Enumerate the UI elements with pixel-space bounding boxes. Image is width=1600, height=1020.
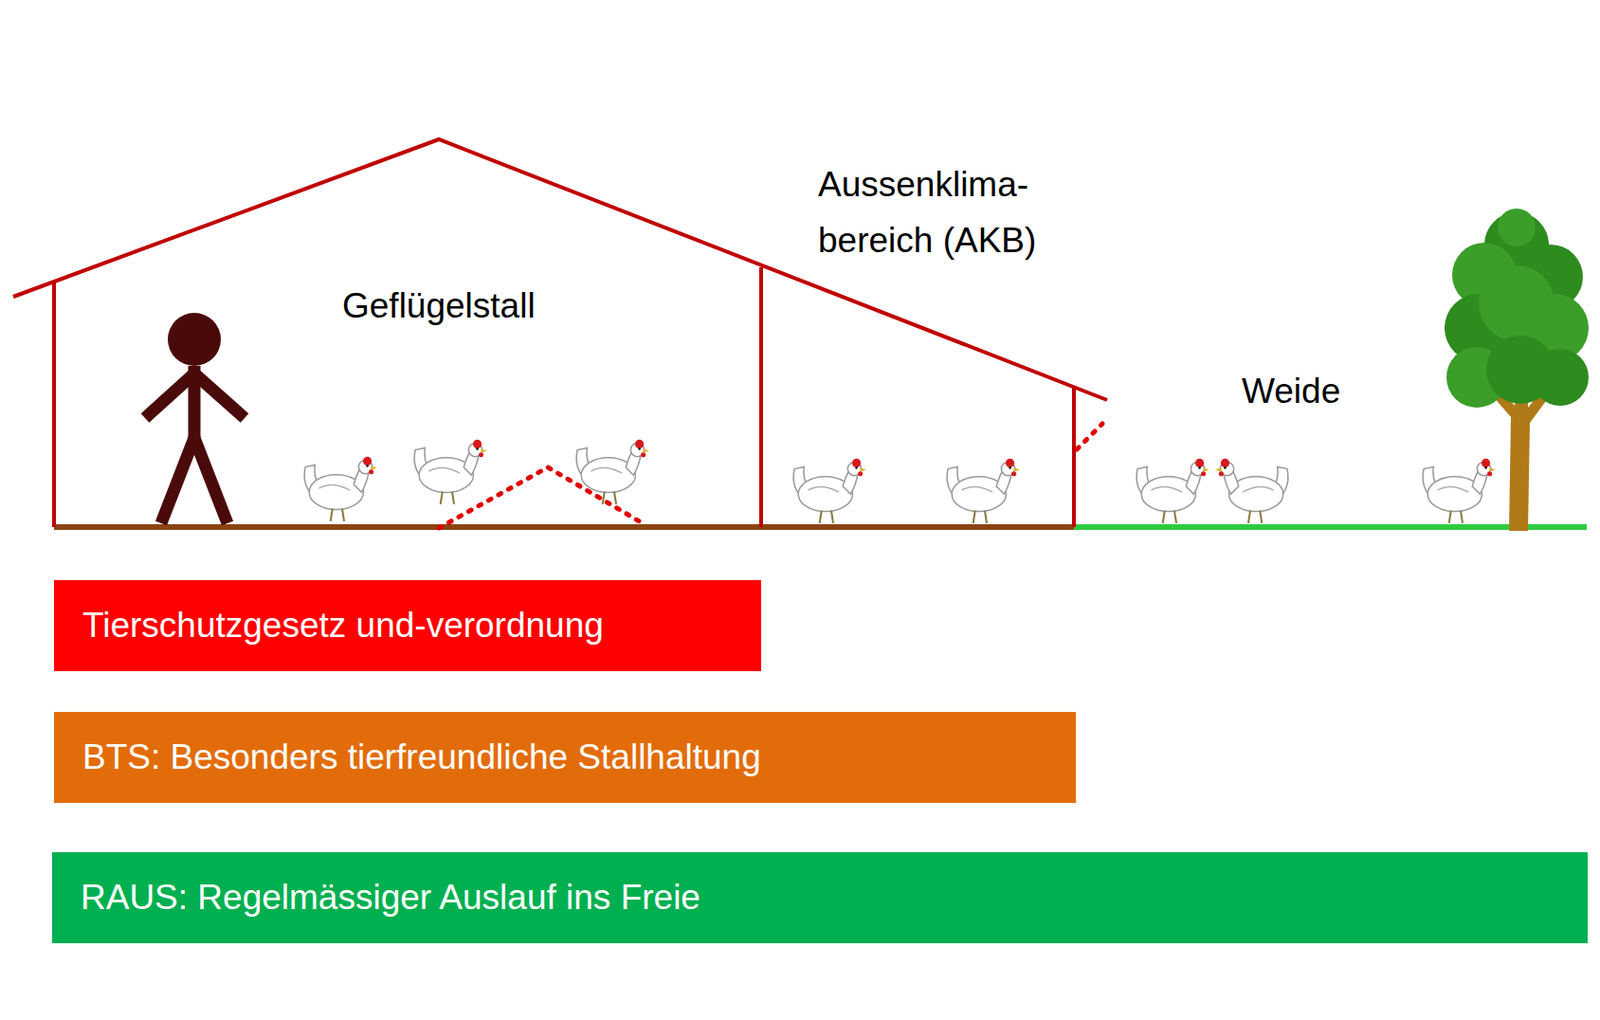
area-label: Weide (1241, 363, 1341, 419)
tree (1444, 208, 1589, 531)
person-figure (145, 312, 245, 524)
stable-floor (54, 524, 1074, 530)
hen (1215, 458, 1289, 524)
hen (1422, 458, 1496, 524)
band-text: BTS: Besonders tierfreundliche Stallhalt… (82, 737, 762, 778)
hatch-dotted (1076, 423, 1103, 450)
hen (946, 458, 1020, 524)
hen (414, 439, 488, 505)
barn-left-wall (52, 281, 56, 528)
area-label: Geflügelstall (342, 277, 536, 334)
band-text: Tierschutzgesetz und-verordnung (82, 605, 604, 646)
regulation-band: Tierschutzgesetz und-verordnung (54, 580, 762, 672)
barn-roof (13, 139, 1108, 400)
area-label: Aussenklima- bereich (AKB) (818, 156, 1084, 269)
hen (1136, 458, 1210, 524)
regulation-band: BTS: Besonders tierfreundliche Stallhalt… (54, 711, 1076, 803)
hen (793, 458, 867, 524)
barn-right-wall (1072, 387, 1076, 528)
hen (304, 456, 378, 522)
hen (576, 439, 650, 505)
barn-middle-wall (759, 267, 764, 528)
regulation-band: RAUS: Regelmässiger Auslauf ins Freie (52, 852, 1588, 944)
band-text: RAUS: Regelmässiger Auslauf ins Freie (80, 877, 701, 918)
